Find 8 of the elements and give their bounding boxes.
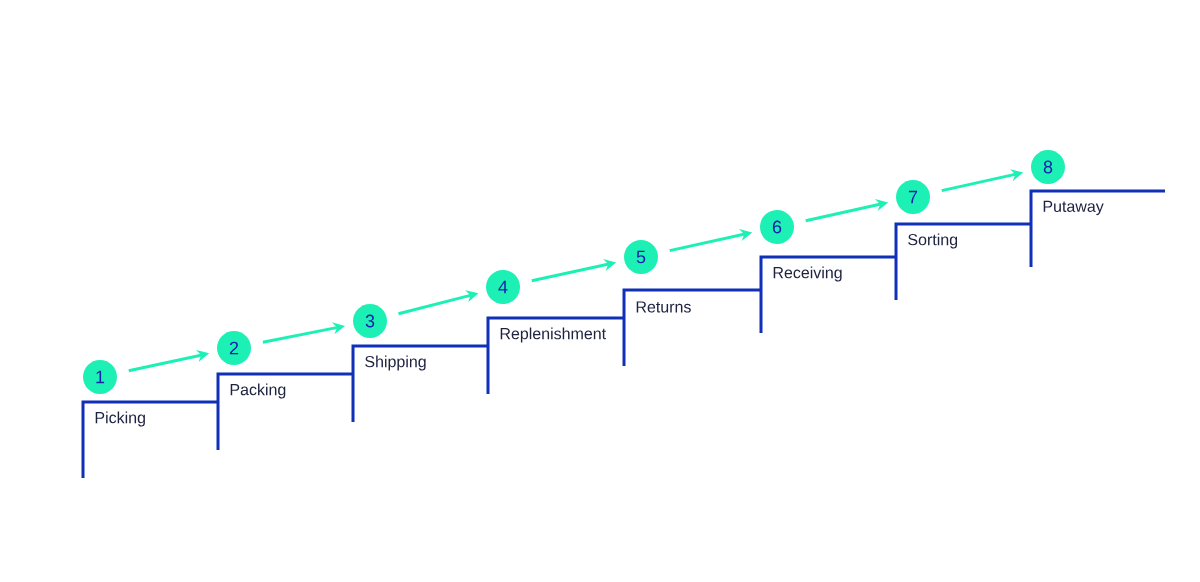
step-label: Shipping <box>365 355 426 371</box>
step-label: Picking <box>95 411 145 427</box>
step-label: Returns <box>636 301 691 313</box>
step-label: Receiving <box>773 266 842 282</box>
step-label: Sorting <box>908 233 958 249</box>
step-label: Packing <box>230 383 286 399</box>
step-label: Putaway <box>1043 200 1104 216</box>
step-label: Replenishment <box>500 327 606 343</box>
